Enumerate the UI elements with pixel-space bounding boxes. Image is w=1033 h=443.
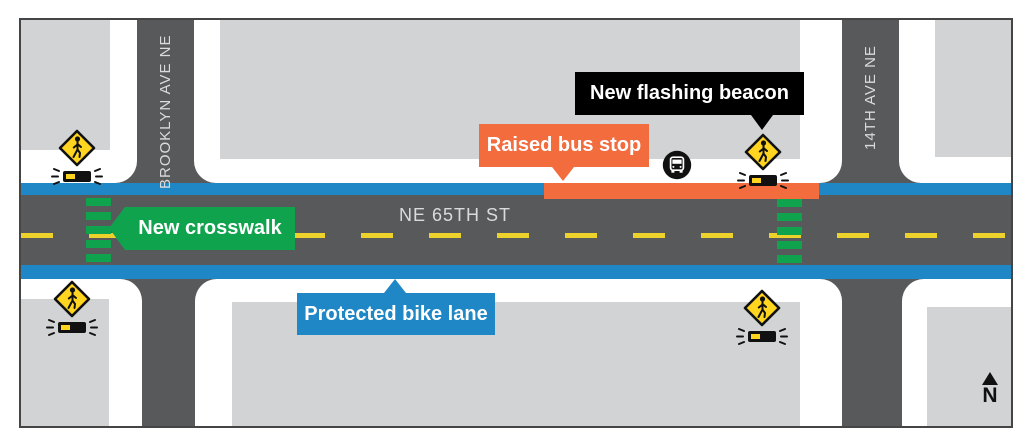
crosswalk-bar xyxy=(777,241,802,249)
compass: N xyxy=(974,372,1006,407)
crosswalk-bar xyxy=(86,226,111,234)
crosswalk-bar xyxy=(777,255,802,263)
callout-pointer xyxy=(552,167,574,181)
pedestrian-crossing-sign-icon xyxy=(736,133,790,191)
callout-raised-bus-stop: Raised bus stop xyxy=(479,124,649,167)
callout-new-crosswalk: New crosswalk xyxy=(125,207,295,250)
street-label-ne-65th-st: NE 65TH ST xyxy=(399,205,512,225)
pedestrian-crossing-sign-icon xyxy=(45,280,99,338)
road-centerline xyxy=(21,233,1011,238)
callout-protected-bike-lane-label: Protected bike lane xyxy=(304,302,488,325)
callout-pointer xyxy=(384,279,406,293)
callout-protected-bike-lane: Protected bike lane xyxy=(297,293,495,335)
crosswalk-bar xyxy=(777,213,802,221)
city-block-top-left xyxy=(21,20,110,150)
callout-new-crosswalk-label: New crosswalk xyxy=(138,217,282,239)
crosswalk-bar xyxy=(86,212,111,220)
crosswalk-bar xyxy=(86,254,111,262)
north-label: N xyxy=(982,384,998,407)
street-label-14th-ave-ne: 14TH AVE NE xyxy=(862,45,879,151)
callout-raised-bus-stop-label: Raised bus stop xyxy=(486,134,642,156)
city-block-bottom-right xyxy=(927,307,1011,426)
callout-new-flashing-beacon: New flashing beacon xyxy=(575,72,804,115)
pedestrian-crossing-sign-icon xyxy=(50,129,104,187)
crosswalk-west xyxy=(86,198,111,262)
raised-bus-stop-platform xyxy=(544,183,819,199)
street-map: NE 65TH ST BROOKLYN AVE NE 14TH AVE NE N… xyxy=(19,18,1013,428)
pedestrian-crossing-sign-icon xyxy=(735,289,789,347)
crosswalk-east xyxy=(777,199,802,263)
crosswalk-bar xyxy=(777,227,802,235)
bus-icon xyxy=(662,150,692,180)
city-block-top-right xyxy=(935,20,1011,157)
protected-bike-lane-south xyxy=(21,265,1011,279)
crosswalk-bar xyxy=(86,198,111,206)
callout-new-flashing-beacon-label: New flashing beacon xyxy=(590,82,789,104)
callout-pointer xyxy=(751,115,773,130)
crosswalk-bar xyxy=(777,199,802,207)
callout-pointer xyxy=(109,207,125,250)
north-arrow-icon xyxy=(982,372,998,385)
crosswalk-bar xyxy=(86,240,111,248)
street-label-brooklyn-ave-ne: BROOKLYN AVE NE xyxy=(157,34,174,189)
